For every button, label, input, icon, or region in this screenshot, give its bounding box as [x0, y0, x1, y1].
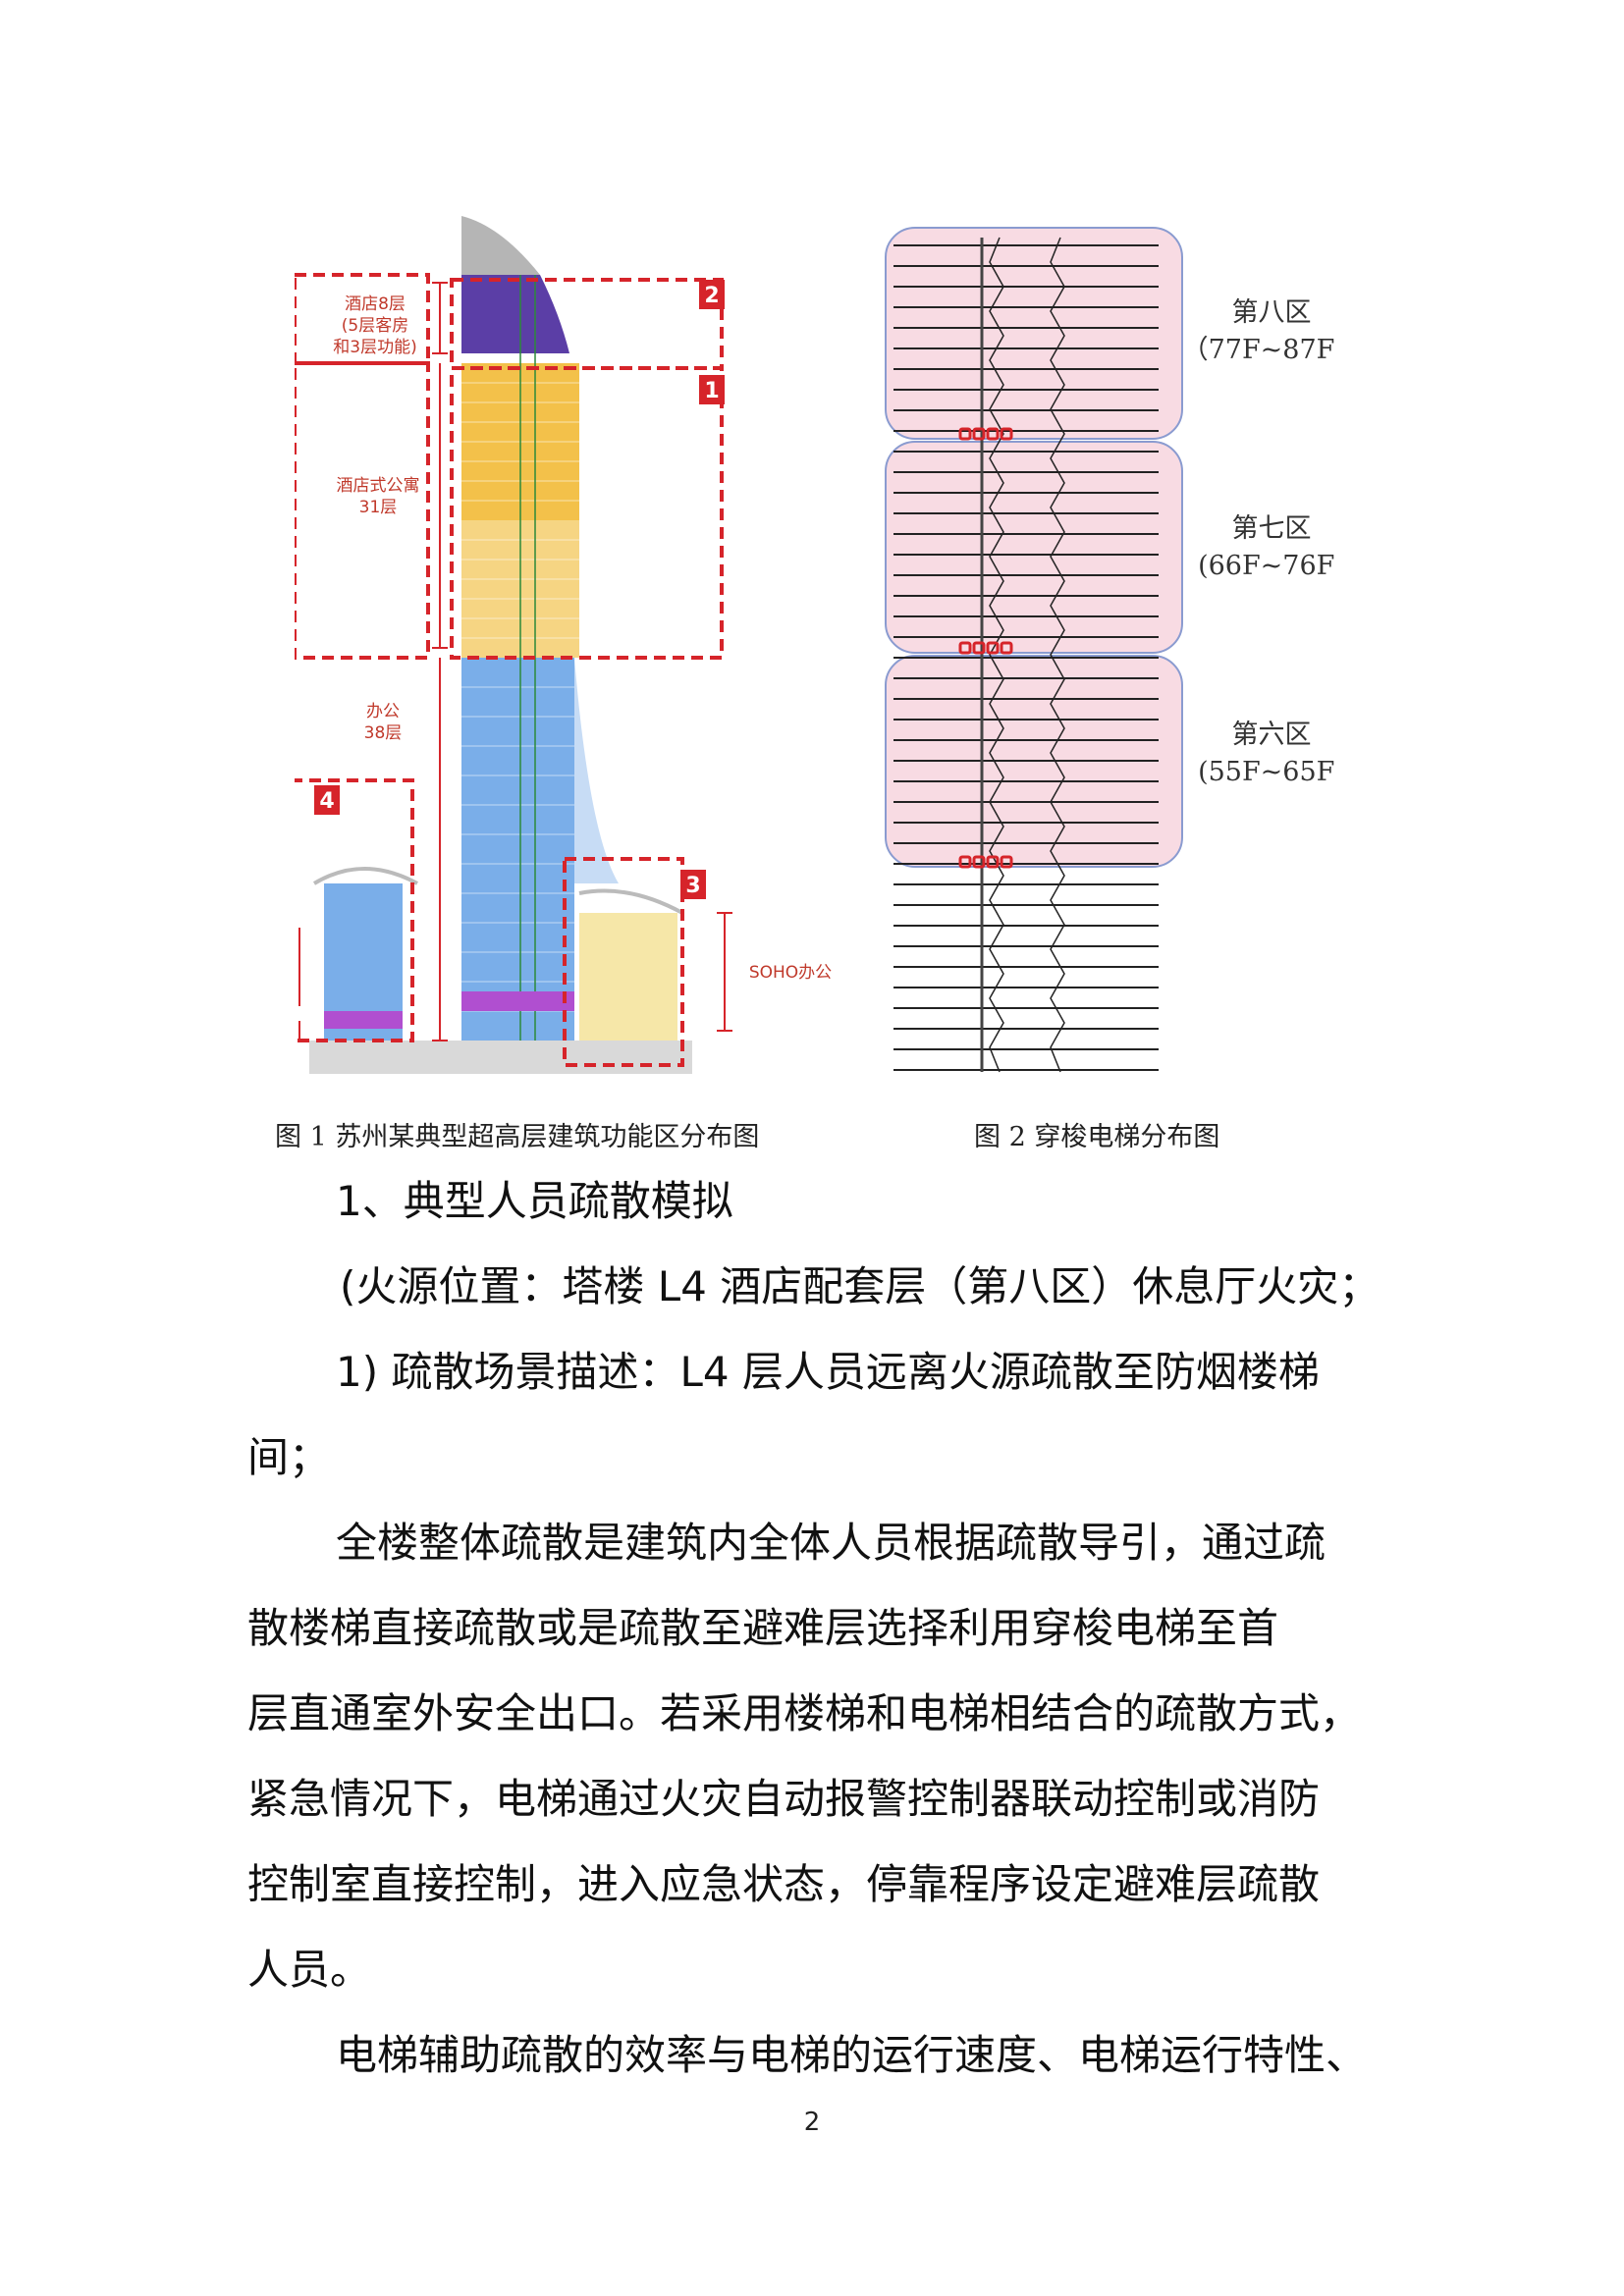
- figure-1-caption: 图 1 苏州某典型超高层建筑功能区分布图: [275, 1122, 760, 1152]
- tower-crown: [461, 216, 540, 275]
- stair-zigzag-1: [989, 237, 1004, 1073]
- label-hotel-line3: 和3层功能): [333, 338, 416, 357]
- marker-4-label: 4: [319, 789, 334, 814]
- extent-brackets: [298, 282, 732, 1041]
- page-number: 2: [803, 2108, 821, 2137]
- section-heading: 1、典型人员疏散模拟: [336, 1177, 733, 1225]
- scenario-line: 1) 疏散场景描述：L4 层人员远离火源疏散至防烟楼梯: [336, 1348, 1320, 1396]
- label-hotel-line1: 酒店8层: [345, 294, 406, 314]
- paragraph-1-line-3: 层直通室外安全出口。若采用楼梯和电梯相结合的疏散方式，: [247, 1689, 1362, 1737]
- figure-1-building-zones: 2 1 4 3 酒店8层 (5层客房 和3层功能) 酒店式公寓 31层 办公 3…: [295, 206, 844, 1080]
- zone-6-range: (55F~65F): [1198, 757, 1335, 787]
- scenario-line-cont: 间；: [247, 1433, 331, 1481]
- elevator-zone-diagram: 第八区 （77F~87F） 第七区 (66F~76F) 第六区 (55F~65F…: [885, 227, 1335, 1073]
- label-hotel-line2: (5层客房: [342, 316, 408, 336]
- zone-7-range: (66F~76F): [1198, 551, 1335, 581]
- zone-box-tower: [450, 278, 724, 660]
- paragraph-1-line-6: 人员。: [247, 1946, 372, 1994]
- label-office: 办公: [366, 702, 400, 721]
- stair-zigzag-2: [1050, 237, 1065, 1073]
- marker-4: [314, 785, 340, 815]
- left-podium-retail: [324, 1011, 403, 1029]
- paragraph-2-line-1: 电梯辅助疏散的效率与电梯的运行速度、电梯运行特性、: [336, 2031, 1368, 2079]
- marker-1-label: 1: [704, 379, 719, 403]
- soho-block: [579, 913, 677, 1041]
- office-curve: [574, 658, 619, 883]
- zone-8-range: （77F~87F）: [1182, 335, 1335, 365]
- marker-3: [680, 870, 706, 899]
- paragraph-1-line-1: 全楼整体疏散是建筑内全体人员根据疏散导引，通过疏: [336, 1519, 1326, 1567]
- paragraph-1-line-4: 紧急情况下，电梯通过火灾自动报警控制器联动控制或消防: [247, 1775, 1321, 1823]
- marker-2: [699, 280, 725, 309]
- left-podium-roof: [312, 867, 418, 885]
- refuge-markers: [958, 427, 1013, 869]
- marker-1: [699, 375, 725, 404]
- zone-6-name: 第六区: [1232, 720, 1312, 750]
- label-apartment: 酒店式公寓: [337, 476, 420, 496]
- marker-3-label: 3: [685, 874, 700, 898]
- label-soho: SOHO办公: [749, 963, 832, 983]
- floor-lines: [893, 244, 1159, 1071]
- paragraph-1-line-2: 散楼梯直接疏散或是疏散至避难层选择利用穿梭电梯至首: [247, 1604, 1279, 1652]
- label-office-floors: 38层: [364, 723, 403, 743]
- figure-2-caption: 图 2 穿梭电梯分布图: [974, 1122, 1220, 1152]
- figure-2-shuttle-elevators: 第八区 （77F~87F） 第七区 (66F~76F) 第六区 (55F~65F…: [874, 218, 1335, 1082]
- office-zone: [461, 658, 574, 1041]
- paragraph-1-line-5: 控制室直接控制，进入应急状态，停靠程序设定避难层疏散: [247, 1860, 1321, 1908]
- zone-7-box: [885, 441, 1183, 654]
- hotel-zone: [461, 275, 569, 353]
- zone-8-name: 第八区: [1232, 297, 1312, 328]
- zone-8-box: [885, 227, 1183, 440]
- zone-boxes: [295, 273, 684, 1067]
- base-podium: [309, 1041, 692, 1074]
- building-section-diagram: 2 1 4 3 酒店8层 (5层客房 和3层功能) 酒店式公寓 31层 办公 3…: [295, 216, 832, 1074]
- office-transfer-floor: [461, 991, 574, 1011]
- fire-location-line: (火源位置：塔楼 L4 酒店配套层（第八区）休息厅火灾；: [340, 1262, 1380, 1310]
- label-apartment-floors: 31层: [359, 498, 398, 517]
- soho-roof: [578, 888, 683, 915]
- marker-2-label: 2: [704, 284, 719, 308]
- zone-7-name: 第七区: [1232, 513, 1312, 544]
